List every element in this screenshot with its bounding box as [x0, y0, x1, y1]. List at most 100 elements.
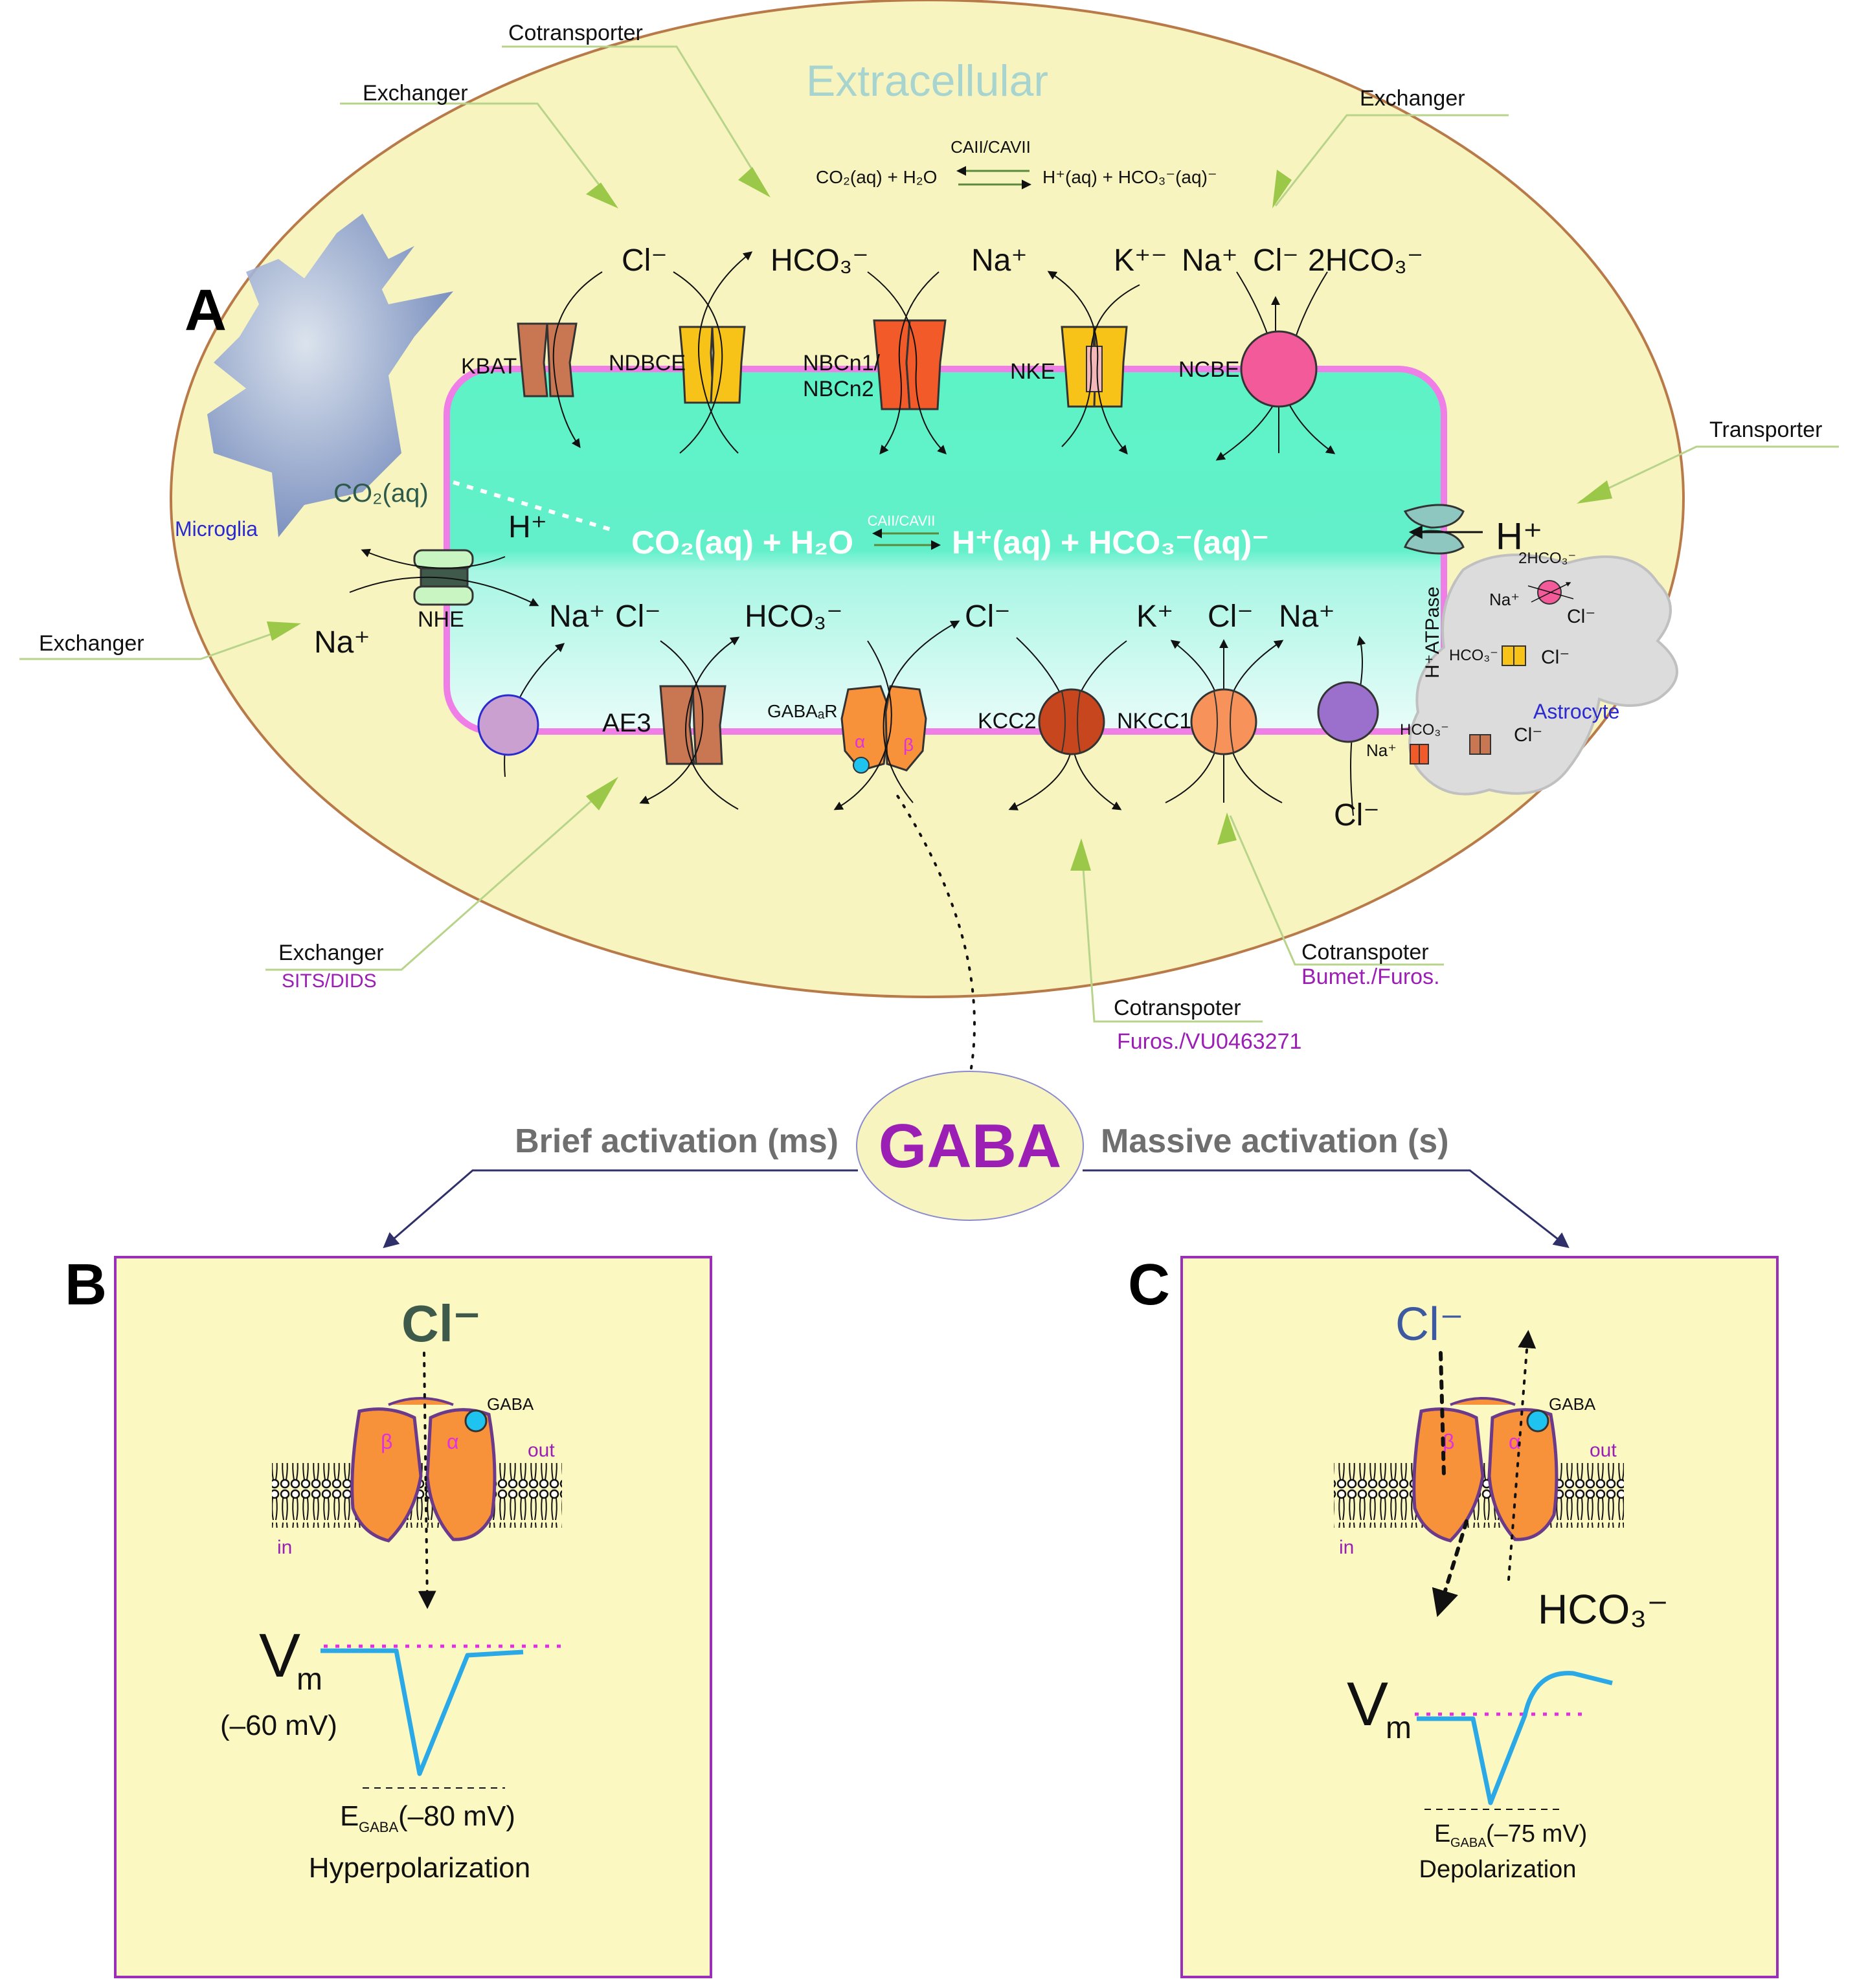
ion-top-k: K⁺⁻: [1114, 243, 1167, 278]
svg-text:V: V: [259, 1621, 300, 1690]
callout-sits: SITS/DIDS: [282, 970, 377, 992]
panel-b-receptor: [350, 1397, 497, 1543]
cl-channel-right: [1317, 636, 1379, 816]
svg-text:GABA: GABA: [359, 1819, 398, 1835]
panel-c-ion2: HCO₃⁻: [1538, 1586, 1669, 1633]
panel-c-cl-flow-in: [1432, 1519, 1469, 1618]
callouts: [19, 45, 1839, 1023]
svg-text:m: m: [1386, 1711, 1412, 1745]
ion-top-na: Na⁺: [971, 243, 1028, 278]
callout-cotransporter-top: Cotransporter: [508, 21, 643, 45]
panel-b-alpha: α: [447, 1430, 459, 1453]
astro-cl1: Cl⁻: [1567, 606, 1595, 627]
top-eq-enzyme: CAII/CAVII: [951, 137, 1031, 157]
callout-exchanger-2: Exchanger: [1360, 86, 1465, 111]
mid-eq-right: H⁺(aq) + HCO₃⁻(aq)⁻: [952, 524, 1269, 561]
astro-cl3: Cl⁻: [1514, 724, 1542, 746]
ion-bot-cl3: Cl⁻: [1208, 599, 1254, 634]
svg-text:m: m: [297, 1662, 322, 1697]
panel-b-vrest: (–60 mV): [220, 1710, 337, 1741]
panel-c-box: [1180, 1256, 1779, 1978]
astrocyte-label: Astrocyte: [1533, 700, 1619, 723]
callout-cotrans-2: Cotranspoter: [1301, 940, 1429, 965]
nkcc1-cotransporter: [1165, 639, 1284, 803]
top-eq-left: CO₂(aq) + H₂O: [816, 167, 937, 187]
astro-cl2: Cl⁻: [1541, 647, 1570, 668]
panel-c-out: out: [1590, 1440, 1617, 1461]
callout-transporter: Transporter: [1709, 418, 1822, 442]
ncbe-label: NCBE: [1178, 357, 1239, 382]
panel-b-trace: [321, 1648, 524, 1776]
ion-top-na2: Na⁺: [1182, 243, 1238, 278]
panel-b-in: in: [277, 1537, 292, 1558]
ion-bot-hco3: HCO₃⁻: [745, 599, 843, 634]
callout-cotrans-1: Cotranspoter: [1114, 996, 1241, 1020]
astrocyte-transporters: [1410, 581, 1573, 765]
mid-eq-left: CO₂(aq) + H₂O: [631, 524, 853, 561]
neuron-cell: [444, 366, 1447, 735]
kbat-transporter: [517, 271, 603, 449]
gaba-binding-dotted: [892, 788, 976, 1069]
ion-top-cl: Cl⁻: [622, 243, 668, 278]
gabaar-label: GABAₐR: [767, 701, 837, 721]
nbcn1-label: NBCn1/: [803, 351, 881, 375]
ndbce-label: NDBCE: [609, 351, 686, 375]
panel-c-beta: β: [1443, 1430, 1454, 1453]
panel-b-result: Hyperpolarization: [309, 1852, 530, 1884]
svg-text:V: V: [1347, 1670, 1388, 1739]
ae3-exchanger: [639, 636, 740, 810]
panel-c-gaba: GABA: [1549, 1394, 1596, 1414]
panel-c-in: in: [1339, 1537, 1354, 1558]
nbcn-cotransporter: [867, 271, 947, 455]
callout-exchanger-bottom: Exchanger: [278, 941, 384, 965]
svg-text:(–80 mV): (–80 mV): [398, 1800, 515, 1832]
nke-exchanger: [1047, 271, 1140, 455]
astro-2hco3: 2HCO₃⁻: [1518, 550, 1576, 567]
panel-c-result: Depolarization: [1419, 1856, 1577, 1883]
svg-text:GABA: GABA: [1450, 1836, 1487, 1850]
panel-letter-c: C: [1128, 1253, 1170, 1317]
panel-b-cl-flow: [418, 1352, 436, 1609]
svg-text:E: E: [1434, 1820, 1450, 1848]
gaba-label: GABA: [879, 1111, 1062, 1181]
svg-text:α: α: [855, 732, 865, 752]
h-atpase-label: H⁺ATPase: [1422, 586, 1443, 678]
brief-activation: Brief activation (ms): [515, 1122, 838, 1160]
panel-c-trace: [1417, 1671, 1613, 1805]
massive-activation: Massive activation (s): [1101, 1122, 1449, 1160]
panel-b-ion: Cl⁻: [401, 1295, 480, 1352]
ion-na-out: Na⁺: [314, 625, 370, 660]
kbat-label: KBAT: [461, 354, 517, 379]
ion-top-hco3: HCO₃⁻: [771, 243, 869, 278]
panel-b-beta: β: [381, 1430, 392, 1453]
top-eq-right: H⁺(aq) + HCO₃⁻(aq)⁻: [1042, 167, 1217, 187]
panel-c-receptor: [1412, 1397, 1559, 1543]
arrow-to-c: [1083, 1169, 1570, 1248]
panel-c-vm-label: V m: [1347, 1670, 1412, 1745]
panel-letter-a: A: [185, 278, 227, 343]
nhe-exchanger: [349, 548, 539, 607]
panel-c-cl-flow: [1439, 1351, 1446, 1478]
ion-bot-k: K⁺: [1136, 599, 1173, 634]
svg-text:E: E: [340, 1800, 359, 1832]
arrow-to-b: [383, 1169, 858, 1249]
ion-bot-cl2: Cl⁻: [965, 599, 1011, 634]
callout-bumet: Bumet./Furos.: [1301, 965, 1440, 989]
ion-cl-out: Cl⁻: [1334, 798, 1380, 832]
na-channel-left: [477, 643, 565, 777]
panel-b-gaba: GABA: [487, 1394, 534, 1414]
gabaar-receptor: α β: [833, 620, 960, 810]
astro-hco3-b: HCO₃⁻: [1400, 721, 1449, 739]
panel-b-vm-label: V m: [259, 1621, 322, 1697]
ndbce-exchanger: [673, 251, 753, 454]
co2-label: CO₂(aq): [333, 479, 429, 508]
astro-hco3-a: HCO₃⁻: [1449, 647, 1498, 664]
ion-bot-cl: Cl⁻: [615, 599, 661, 634]
panel-b-box: [114, 1256, 712, 1978]
callout-exchanger-left: Exchanger: [39, 631, 144, 656]
extracellular-title: Extracellular: [806, 56, 1048, 106]
ion-top-cl2: Cl⁻: [1253, 243, 1299, 278]
panel-c-hco3-flow: [1507, 1330, 1536, 1581]
nkcc1-label: NKCC1: [1117, 709, 1191, 733]
